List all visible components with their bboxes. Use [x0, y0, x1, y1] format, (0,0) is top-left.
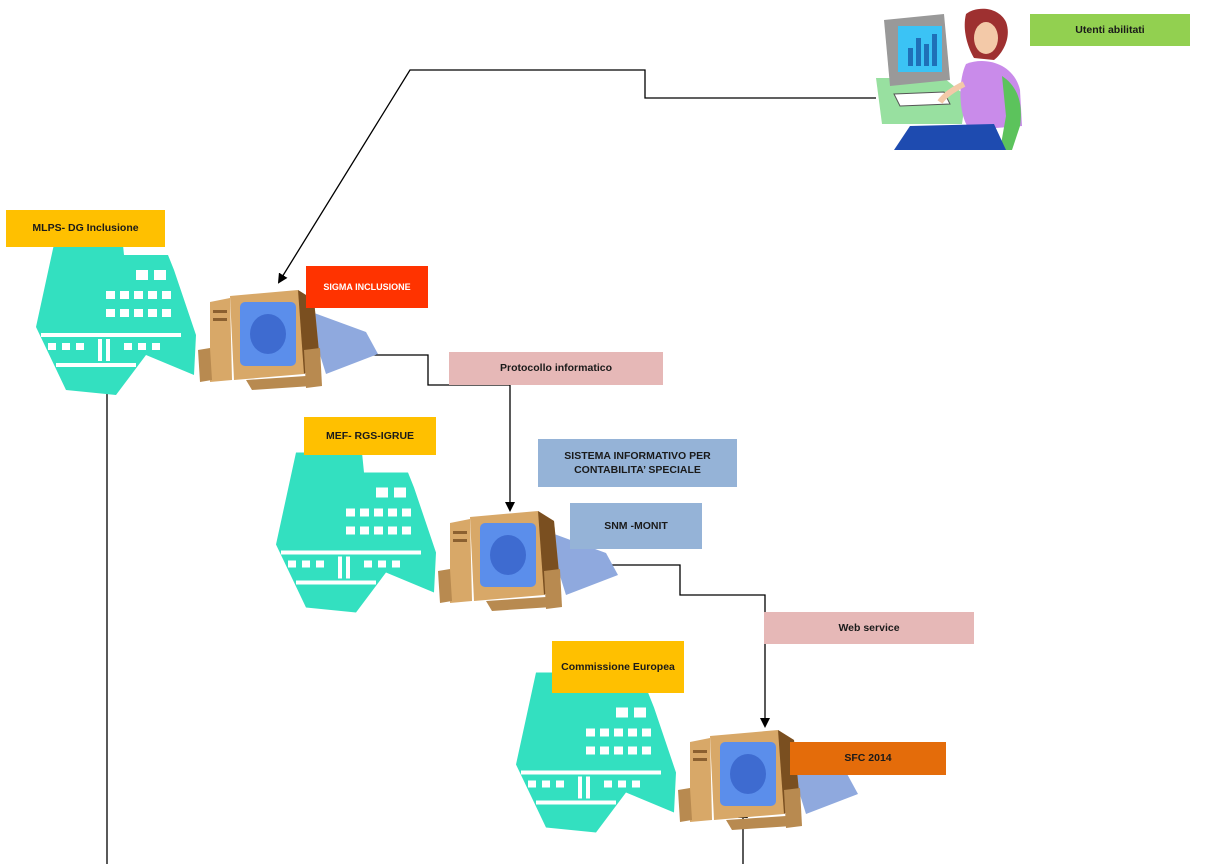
- computer-icon: [438, 511, 618, 611]
- label-utenti-abilitati: Utenti abilitati: [1030, 14, 1190, 46]
- label-sigma: SIGMA INCLUSIONE: [306, 266, 428, 308]
- label-mef: MEF- RGS-IGRUE: [304, 417, 436, 455]
- label-web-service: Web service: [764, 612, 974, 644]
- connector-sigma-to-snm: [345, 354, 515, 512]
- label-protocollo: Protocollo informatico: [449, 352, 663, 385]
- computer-icon: [678, 730, 858, 830]
- building-icon: [36, 225, 196, 395]
- building-icon: [276, 442, 436, 613]
- building-icon: [516, 662, 676, 833]
- computer-icon: [198, 290, 378, 390]
- label-mlps: MLPS- DG Inclusione: [6, 210, 165, 247]
- label-snm: SNM -MONIT: [570, 503, 702, 549]
- label-sistema: SISTEMA INFORMATIVO PER CONTABILITA’ SPE…: [538, 439, 737, 487]
- label-sfc: SFC 2014: [790, 742, 946, 775]
- connector-user-to-sigma: [277, 69, 876, 284]
- label-commissione: Commissione Europea: [552, 641, 684, 693]
- user-workstation-icon: [876, 8, 1022, 150]
